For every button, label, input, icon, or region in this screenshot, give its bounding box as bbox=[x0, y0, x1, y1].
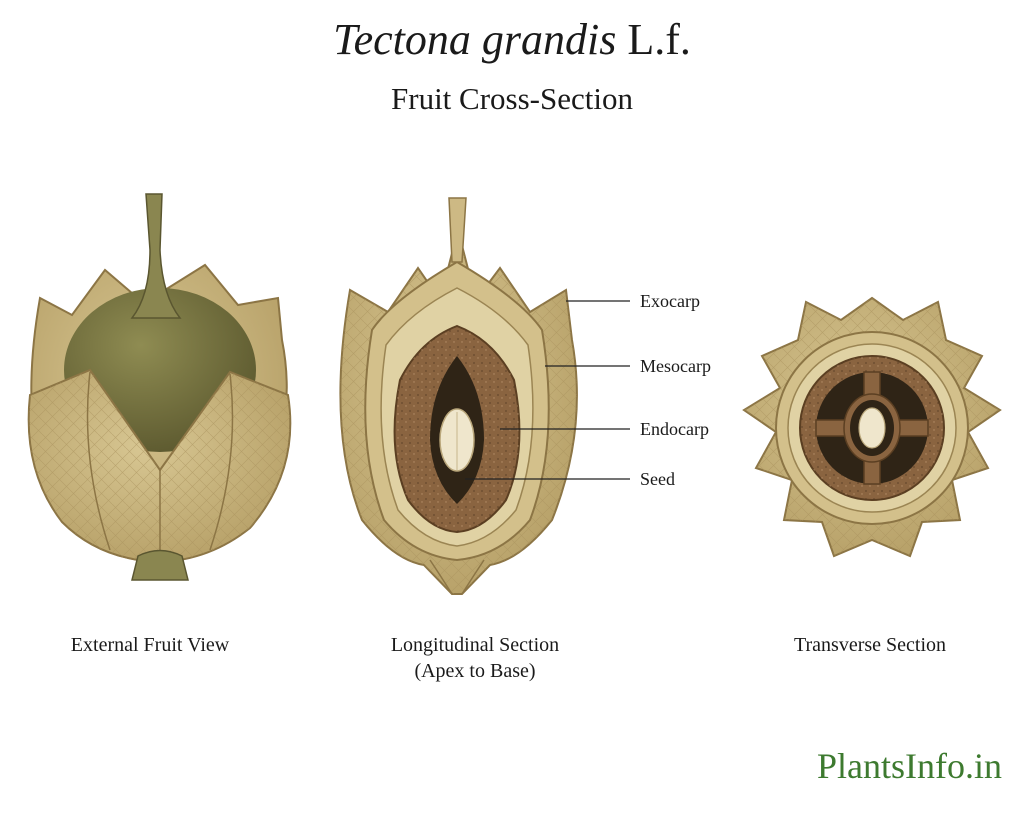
external-fruit-illustration bbox=[27, 193, 292, 581]
leader-lines bbox=[465, 300, 630, 480]
caption-longitudinal-line1: Longitudinal Section bbox=[390, 634, 560, 656]
diagram-title: Tectona grandis L.f. bbox=[0, 14, 1024, 66]
label-mesocarp: Mesocarp bbox=[640, 356, 711, 376]
caption-transverse: Transverse Section bbox=[793, 634, 947, 656]
caption-longitudinal: Longitudinal Section (Apex to Base) bbox=[350, 632, 600, 684]
label-endocarp: Endocarp bbox=[640, 419, 709, 439]
caption-external: External Fruit View bbox=[70, 634, 230, 656]
stalk-long bbox=[448, 197, 467, 263]
authority: L.f. bbox=[627, 15, 691, 64]
fruit-base bbox=[131, 549, 189, 581]
label-seed: Seed bbox=[640, 469, 675, 489]
caption-longitudinal-line2: (Apex to Base) bbox=[414, 660, 536, 682]
label-exocarp: Exocarp bbox=[640, 291, 700, 311]
longitudinal-section-illustration bbox=[339, 197, 578, 595]
stalk bbox=[130, 193, 182, 319]
seed-transverse bbox=[858, 407, 886, 449]
diagram-subtitle: Fruit Cross-Section bbox=[391, 81, 633, 116]
brand-watermark: PlantsInfo.in bbox=[817, 746, 1002, 786]
transverse-section-illustration bbox=[742, 296, 1002, 558]
species-name: Tectona grandis bbox=[333, 15, 617, 64]
